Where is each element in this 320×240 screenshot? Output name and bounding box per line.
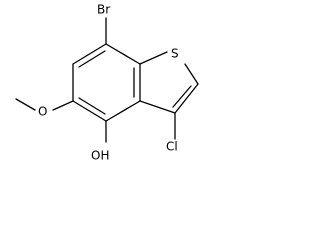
bond-c7a-s <box>139 51 168 65</box>
bond-c4-c5-inner <box>78 97 106 115</box>
bond-c7-c7a <box>105 43 141 65</box>
sulfur-label: S <box>171 47 179 61</box>
bond-o-ch3 <box>15 98 36 111</box>
hydroxyl-label: OH <box>91 149 109 163</box>
chlorine-label: Cl <box>166 140 178 154</box>
bond-c6-c7-inner <box>78 50 106 68</box>
molecule-structure: Br S Cl OH O <box>15 3 199 163</box>
thiophene-ring <box>139 51 199 114</box>
bond-c2-c3-inner <box>172 85 192 108</box>
benzene-ring <box>72 43 141 122</box>
bond-c5-o <box>52 100 74 111</box>
substituent-bonds <box>15 17 176 143</box>
bromine-label: Br <box>97 3 110 17</box>
bond-c4-c5 <box>72 100 107 122</box>
bond-c6-c7 <box>72 43 107 65</box>
methoxy-oxygen-label: O <box>38 105 47 119</box>
bond-c3-c3a <box>139 100 176 114</box>
bond-s-c2 <box>184 63 199 85</box>
bond-c3a-c4 <box>105 100 141 122</box>
bond-c2-c3 <box>174 83 199 114</box>
